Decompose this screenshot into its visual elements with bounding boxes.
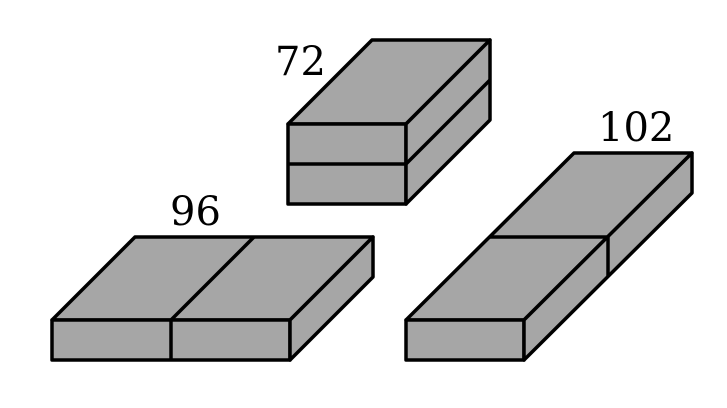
solid-right (404, 151, 694, 362)
solid-top-label: 72 (275, 39, 326, 85)
solid-right-label: 102 (598, 105, 675, 151)
solid-left (50, 235, 375, 362)
solid-left-side-face (288, 235, 375, 362)
solid-left-split-top (169, 235, 256, 322)
solid-top (286, 38, 492, 206)
solid-top-split-side (404, 78, 492, 166)
solid-left-label: 96 (170, 189, 221, 235)
solid-right-front-face (404, 318, 526, 362)
